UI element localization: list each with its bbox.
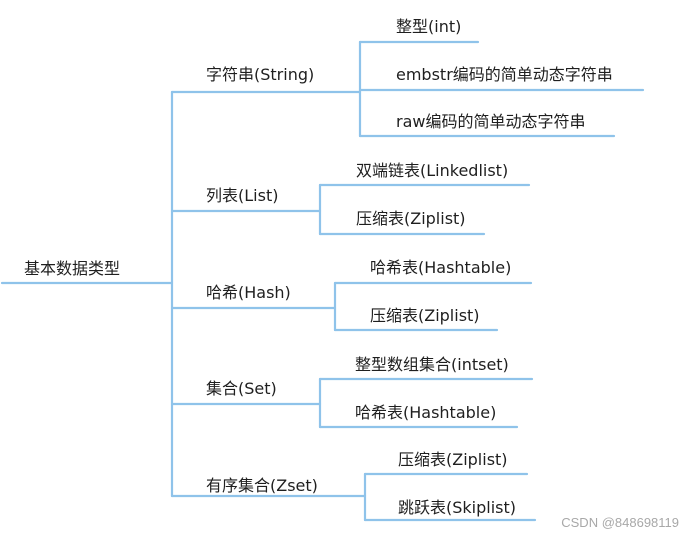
branch-string: 字符串(String) <box>206 65 315 84</box>
leaf-hash-ziplist: 压缩表(Ziplist) <box>370 306 480 325</box>
leaf-int: 整型(int) <box>396 17 462 36</box>
leaf-set-hashtable: 哈希表(Hashtable) <box>355 403 497 422</box>
leaf-linkedlist: 双端链表(Linkedlist) <box>356 161 509 180</box>
branch-zset: 有序集合(Zset) <box>206 476 318 495</box>
watermark: CSDN @848698119 <box>561 515 679 530</box>
leaf-zset-ziplist: 压缩表(Ziplist) <box>398 450 508 469</box>
leaf-raw: raw编码的简单动态字符串 <box>396 112 586 131</box>
leaf-list-ziplist: 压缩表(Ziplist) <box>356 209 466 228</box>
leaf-embstr: embstr编码的简单动态字符串 <box>396 65 613 84</box>
branch-list: 列表(List) <box>206 186 279 205</box>
root-node: 基本数据类型 <box>24 259 121 278</box>
leaf-hashtable: 哈希表(Hashtable) <box>370 258 512 277</box>
leaf-intset: 整型数组集合(intset) <box>355 355 509 374</box>
leaf-skiplist: 跳跃表(Skiplist) <box>398 498 517 517</box>
branch-hash: 哈希(Hash) <box>206 283 291 302</box>
branch-set: 集合(Set) <box>206 379 277 398</box>
